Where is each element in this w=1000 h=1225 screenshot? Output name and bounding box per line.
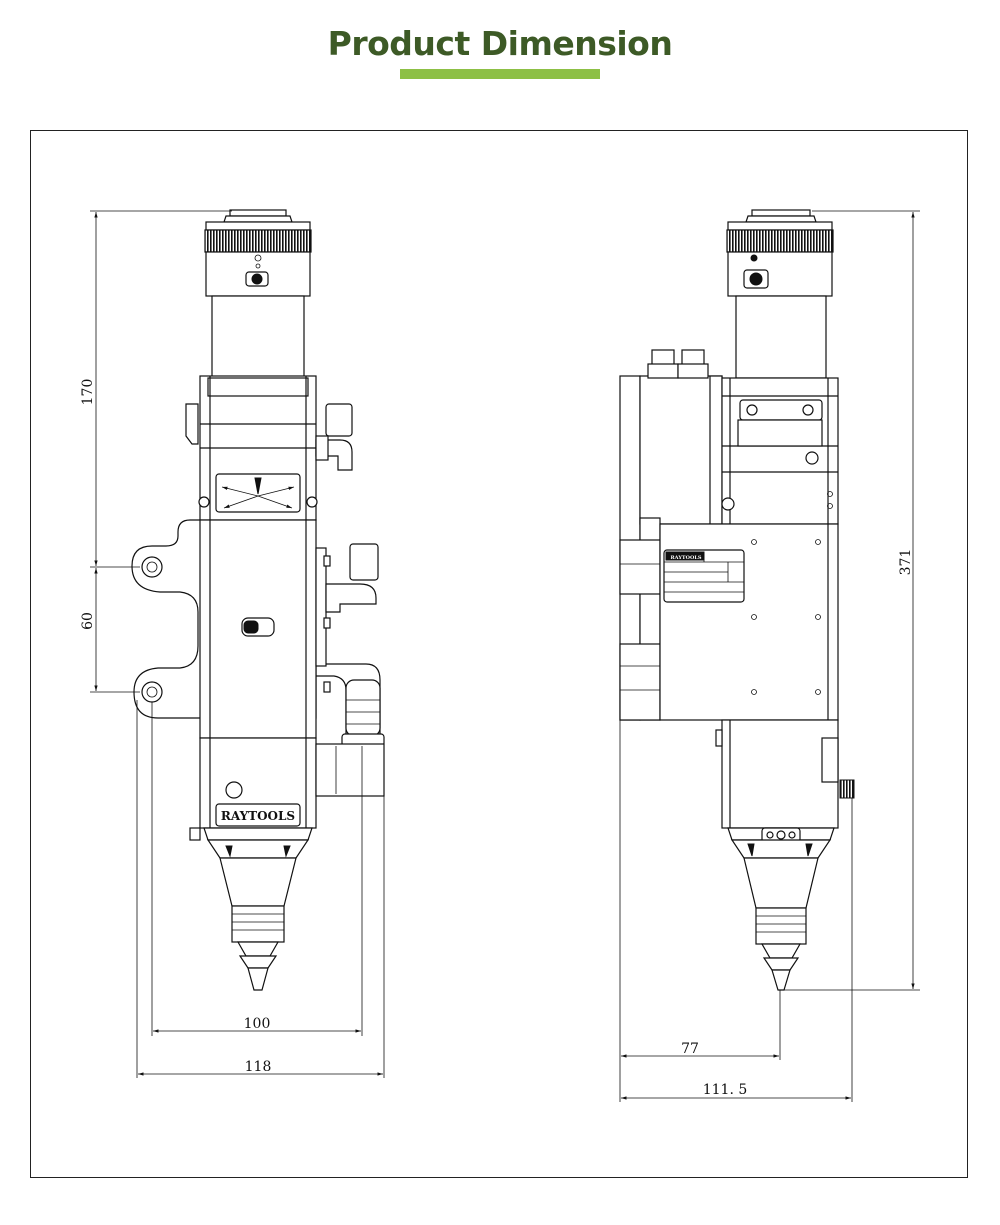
front-lower-body: [189, 737, 385, 841]
side-top-cap: [726, 209, 834, 297]
front-brand-label: RAYTOOLS: [221, 809, 295, 823]
side-plate-label: RAYTOOLS: [671, 555, 702, 561]
front-brand-plate: [215, 803, 301, 827]
front-middle-body: [199, 519, 385, 747]
page-title: Product Dimension: [327, 24, 673, 63]
side-valve-block: [619, 349, 723, 721]
dim-offset: 77: [681, 1041, 699, 1057]
front-upper-body: [185, 375, 353, 521]
dim-width-inner: 100: [244, 1016, 271, 1032]
front-nozzle: [203, 827, 313, 991]
front-dimensions: [90, 210, 385, 1078]
side-lower-body: [715, 719, 855, 829]
side-nozzle: [727, 827, 835, 991]
dim-width-overall: 118: [245, 1059, 272, 1075]
dim-hole-spacing: 60: [80, 612, 96, 630]
front-view: [131, 209, 385, 991]
side-view: [619, 209, 855, 991]
drawing-frame: [30, 130, 968, 1178]
dim-depth-overall: 111. 5: [703, 1082, 748, 1098]
front-neck-tube: [211, 295, 305, 379]
title-underline: [400, 69, 600, 79]
side-neck-tube: [735, 295, 827, 379]
side-main-body: [659, 377, 839, 721]
front-top-cap: [204, 209, 312, 297]
side-nameplate: [663, 549, 745, 603]
dim-height-overall: 371: [898, 549, 914, 576]
dim-height-upper: 170: [80, 379, 96, 406]
side-dimensions: [619, 210, 920, 1102]
